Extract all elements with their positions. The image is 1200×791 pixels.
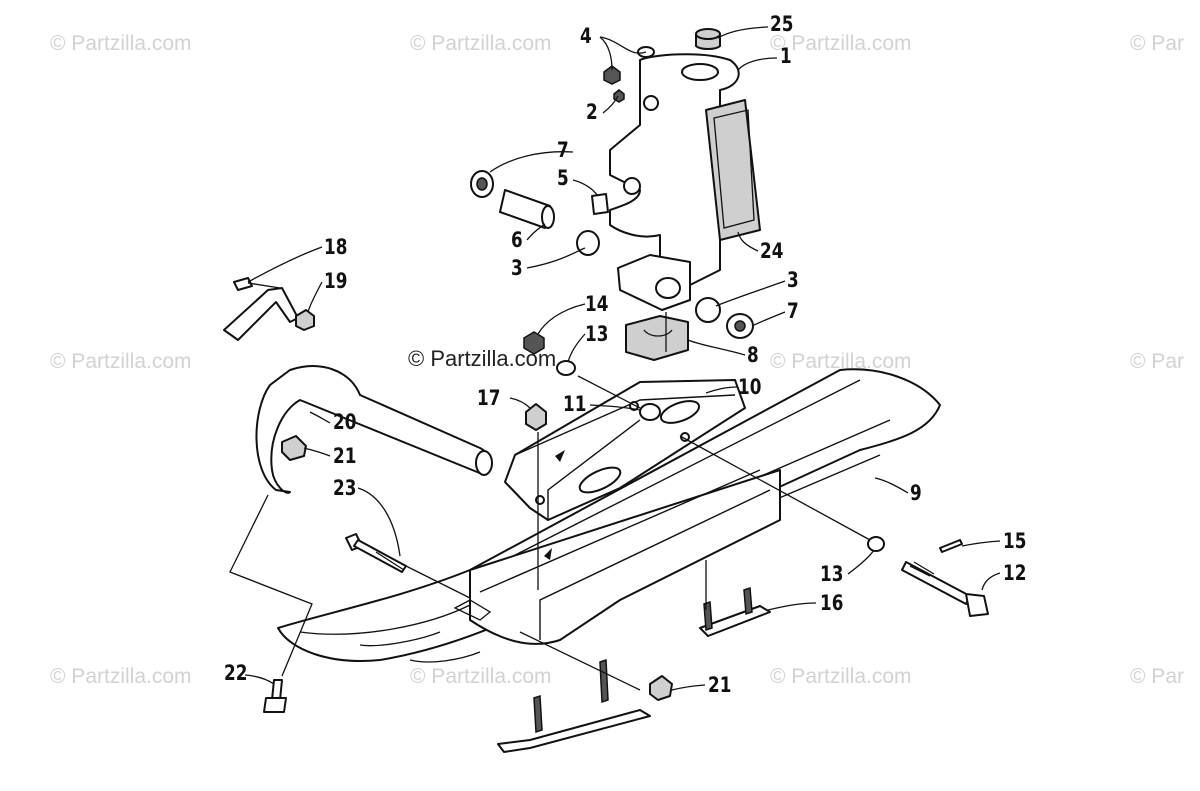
watermark: © Partzilla.com	[50, 350, 192, 373]
nut	[281, 435, 307, 461]
washer	[639, 403, 661, 421]
callout-24: 24	[760, 239, 784, 263]
bushing	[470, 170, 494, 198]
bolt	[901, 561, 989, 617]
watermark: © Partzilla.com	[770, 350, 912, 373]
callout-3: 3	[787, 268, 799, 292]
callout-3: 3	[511, 256, 523, 280]
callout-22: 22	[224, 661, 248, 685]
nut	[649, 675, 673, 701]
callout-5: 5	[557, 166, 569, 190]
callout-18: 18	[324, 235, 348, 259]
watermark: © Partzilla.com	[50, 665, 192, 688]
callout-10: 10	[738, 375, 762, 399]
bumper-block	[625, 315, 689, 361]
watermark: © Partzilla.com	[410, 32, 552, 55]
callout-23: 23	[333, 476, 357, 500]
nut	[523, 331, 545, 355]
bushing	[576, 230, 600, 256]
lock-nut	[525, 403, 547, 431]
leader-lines	[229, 26, 1001, 691]
callout-14: 14	[585, 292, 609, 316]
bushing	[726, 313, 754, 339]
callout-6: 6	[511, 228, 523, 252]
ski-handle	[255, 365, 493, 494]
callout-7: 7	[557, 138, 569, 162]
watermark: © Partzilla.com	[50, 32, 192, 55]
bolt	[345, 533, 407, 573]
callout-21: 21	[708, 673, 732, 697]
callout-16: 16	[820, 591, 844, 615]
callout-11: 11	[563, 392, 587, 416]
callout-21: 21	[333, 444, 357, 468]
watermark: © Partzilla.com	[410, 665, 552, 688]
clip	[223, 277, 299, 341]
nut	[295, 309, 315, 331]
cap	[695, 28, 721, 50]
callout-19: 19	[324, 269, 348, 293]
callout-25: 25	[770, 12, 794, 36]
watermark: © Partzilla.com	[408, 346, 557, 371]
callout-17: 17	[477, 386, 501, 410]
small-bushing	[591, 193, 609, 215]
spindle-bracket	[504, 379, 746, 560]
bushing	[695, 297, 721, 323]
ski	[277, 368, 941, 663]
callout-13: 13	[820, 562, 844, 586]
watermark: © Partzilla.com	[770, 32, 912, 55]
washer	[556, 360, 576, 376]
spacer-tube	[499, 189, 555, 229]
cotter-pin	[939, 539, 963, 553]
wear-bar	[699, 586, 771, 637]
callout-15: 15	[1003, 529, 1027, 553]
washer	[867, 536, 885, 552]
spindle	[609, 53, 761, 311]
watermark: © Par	[1130, 32, 1184, 55]
callout-7: 7	[787, 299, 799, 323]
watermark: © Partzilla.com	[770, 665, 912, 688]
callout-1: 1	[780, 44, 792, 68]
callout-4: 4	[580, 24, 592, 48]
watermark: © Par	[1130, 350, 1184, 373]
callout-2: 2	[586, 100, 598, 124]
callout-9: 9	[910, 481, 922, 505]
callout-20: 20	[333, 410, 357, 434]
watermark: © Par	[1130, 665, 1184, 688]
callout-8: 8	[747, 343, 759, 367]
callout-13: 13	[585, 322, 609, 346]
callout-12: 12	[1003, 561, 1027, 585]
wear-bar	[497, 658, 651, 753]
bolt	[263, 679, 287, 713]
